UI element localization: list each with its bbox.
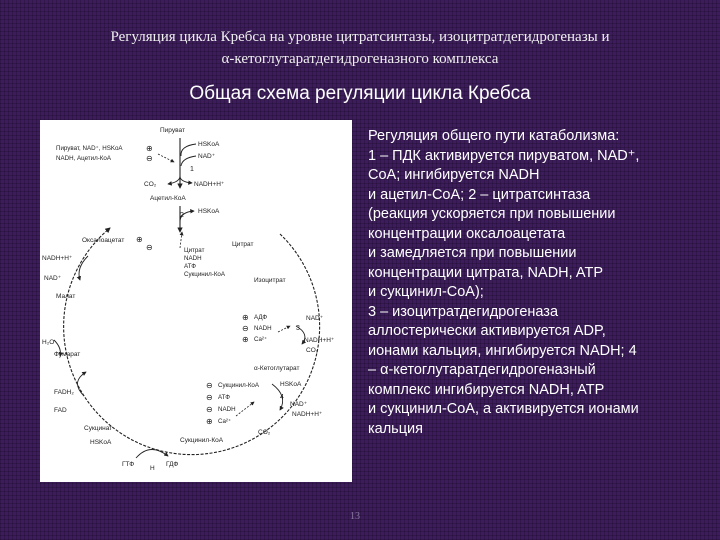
activation-sign-3b: ⊕ xyxy=(242,335,249,344)
regulator-4-nadh: NADH xyxy=(218,406,236,413)
regulation-arrow-3 xyxy=(277,325,291,333)
text-line: ионами кальция, ингибируется NADH; 4 xyxy=(368,342,637,359)
hskoa-bottom-label: HSKoA xyxy=(90,439,112,446)
alpha-ketoglutarate-label: α-Кетоглутарат xyxy=(254,365,300,372)
h2o-curve xyxy=(53,339,64,357)
fad-curve xyxy=(77,371,87,397)
regulation-arrow-1 xyxy=(157,153,175,163)
text-line: и сукцинил-CoA); xyxy=(368,284,484,300)
co2-1-label: CO₂ xyxy=(144,181,157,188)
regulator-2-nadh: NADH xyxy=(184,255,202,262)
text-line: аллостерически активируется ADP, xyxy=(368,323,606,339)
text-line: 3 – изоцитратдегидрогеназа xyxy=(368,303,559,320)
inhibition-sign-4b: ⊖ xyxy=(206,393,213,402)
text-line: и замедляется при повышении xyxy=(368,245,577,261)
step-3-label: 3 xyxy=(296,325,300,332)
text-line: 1 – ПДК активируется пируватом, NAD⁺, xyxy=(368,147,640,164)
succinyl-coa-label: Сукцинил-КоА xyxy=(180,437,224,444)
text-line: кальция xyxy=(368,420,423,437)
regulator-4-succinyl: Сукцинил-КоА xyxy=(218,382,260,389)
inhibition-sign-3: ⊖ xyxy=(242,324,249,333)
akg-curve xyxy=(271,383,284,411)
nad3-curve xyxy=(295,325,307,345)
slide-title-line-2: α-кетоглутаратдегидрогеназного комплекса xyxy=(221,51,499,67)
nadh-3-label: NADH+H⁺ xyxy=(304,337,335,344)
text-line: концентрации цитрата, NADH, ATP xyxy=(368,264,604,281)
text-line: Регуляция общего пути катаболизма: xyxy=(368,128,620,144)
hskoa-4-label: HSKoA xyxy=(280,381,302,388)
citrate-label: Цитрат xyxy=(232,241,254,248)
nad-in-curve xyxy=(180,155,197,167)
gtp-curve xyxy=(135,449,169,459)
krebs-cycle-svg: Пируват HSKoA NAD⁺ 1 Пируват, NAD⁺, HSKo… xyxy=(42,127,335,472)
co2-3-label: CO₂ xyxy=(306,347,319,354)
page-number: 13 xyxy=(350,511,360,522)
text-line: – α-кетоглутаратдегидрогеназный xyxy=(368,362,596,378)
activation-sign-1: ⊕ xyxy=(146,144,153,153)
hskoa-top-label: HSKoA xyxy=(198,141,220,148)
fadh2-label: FADH₂ xyxy=(54,389,74,396)
nadh-left-label: NADH+H⁺ xyxy=(42,255,73,262)
inhibition-sign-1: ⊖ xyxy=(146,154,153,163)
regulator-2-succinyl: Сукцинил-КоА xyxy=(184,271,226,278)
regulator-3-nadh: NADH xyxy=(254,325,272,332)
slide-title-line-1: Регуляция цикла Кребса на уровне цитратс… xyxy=(110,29,610,45)
text-line: и ацетил-CoA; 2 – цитратсинтаза xyxy=(368,186,591,203)
fad-label: FAD xyxy=(54,407,67,414)
regulator-2-citrate: Цитрат xyxy=(184,247,205,254)
regulator-1-line-2: NADH, Ацетил-КоА xyxy=(56,155,112,162)
text-line: и сукцинил-CoA, а активируется ионами xyxy=(368,401,639,417)
text-line: концентрации оксалоацетата xyxy=(368,225,566,242)
regulator-3-adp: АДФ xyxy=(254,314,267,321)
h-label: H xyxy=(150,465,155,472)
inhibition-sign-2: ⊖ xyxy=(146,243,153,252)
h2o-label: H₂O xyxy=(42,339,54,346)
nadh-out-curve xyxy=(179,175,193,185)
step-1-label: 1 xyxy=(190,166,194,173)
nadh-1-label: NADH+H⁺ xyxy=(194,181,225,188)
regulation-arrow-2 xyxy=(179,231,184,249)
text-line: (реакция ускоряется при повышении xyxy=(368,206,616,222)
nad-left-curve xyxy=(76,255,89,281)
fumarate-label: Фумарат xyxy=(54,351,80,358)
succinate-label: Сукцинат xyxy=(84,425,112,432)
regulator-1-line-1: Пируват, NAD⁺, HSKoA xyxy=(56,145,123,152)
step-2-label: 2 xyxy=(180,212,184,219)
cycle-arc xyxy=(63,227,321,456)
activation-sign-2: ⊕ xyxy=(136,235,143,244)
nad-left-label: NAD⁺ xyxy=(44,275,62,282)
regulator-4-atp: АТФ xyxy=(218,394,230,401)
slide-subtitle: Общая схема регуляции цикла Кребса xyxy=(189,83,531,104)
text-line: CoA; ингибируется NADH xyxy=(368,167,540,183)
activation-sign-4: ⊕ xyxy=(206,417,213,426)
inhibition-sign-4a: ⊖ xyxy=(206,381,213,390)
hskoa-in-curve xyxy=(180,143,197,157)
step-4-label: 4 xyxy=(280,394,284,401)
krebs-cycle-diagram: Пируват HSKoA NAD⁺ 1 Пируват, NAD⁺, HSKo… xyxy=(40,120,352,482)
nad-4-label: NAD⁺ xyxy=(290,401,308,408)
gtp-label: ГТФ xyxy=(122,461,134,468)
activation-sign-3a: ⊕ xyxy=(242,313,249,322)
regulation-text: Регуляция общего пути катаболизма: 1 – П… xyxy=(368,127,718,439)
oxaloacetate-label: Оксалоацетат xyxy=(82,237,124,244)
regulator-4-ca: Ca²⁺ xyxy=(218,418,231,425)
isocitrate-label: Изоцитрат xyxy=(254,277,286,284)
malate-label: Малат xyxy=(56,293,75,300)
hskoa-out-curve xyxy=(179,209,195,223)
slide-title: Регуляция цикла Кребса на уровне цитратс… xyxy=(14,26,706,70)
regulation-arrow-4 xyxy=(235,401,255,417)
inhibition-sign-4c: ⊖ xyxy=(206,405,213,414)
gdp-label: ГДФ xyxy=(166,461,178,468)
nadh-4-label: NADH+H⁺ xyxy=(292,411,323,418)
text-line: комплекс ингибируется NADH, ATP xyxy=(368,381,605,398)
regulator-3-ca: Ca²⁺ xyxy=(254,336,267,343)
co2-4-label: CO₂ xyxy=(258,429,271,436)
nad-3-label: NAD⁺ xyxy=(306,315,324,322)
nad-top-label: NAD⁺ xyxy=(198,153,216,160)
co2-out-curve xyxy=(167,175,181,186)
regulator-2-atp: АТФ xyxy=(184,263,196,270)
acetyl-coa-label: Ацетил-КоА xyxy=(150,195,186,202)
pyruvate-label: Пируват xyxy=(160,127,185,134)
hskoa-2-label: HSKoA xyxy=(198,208,220,215)
